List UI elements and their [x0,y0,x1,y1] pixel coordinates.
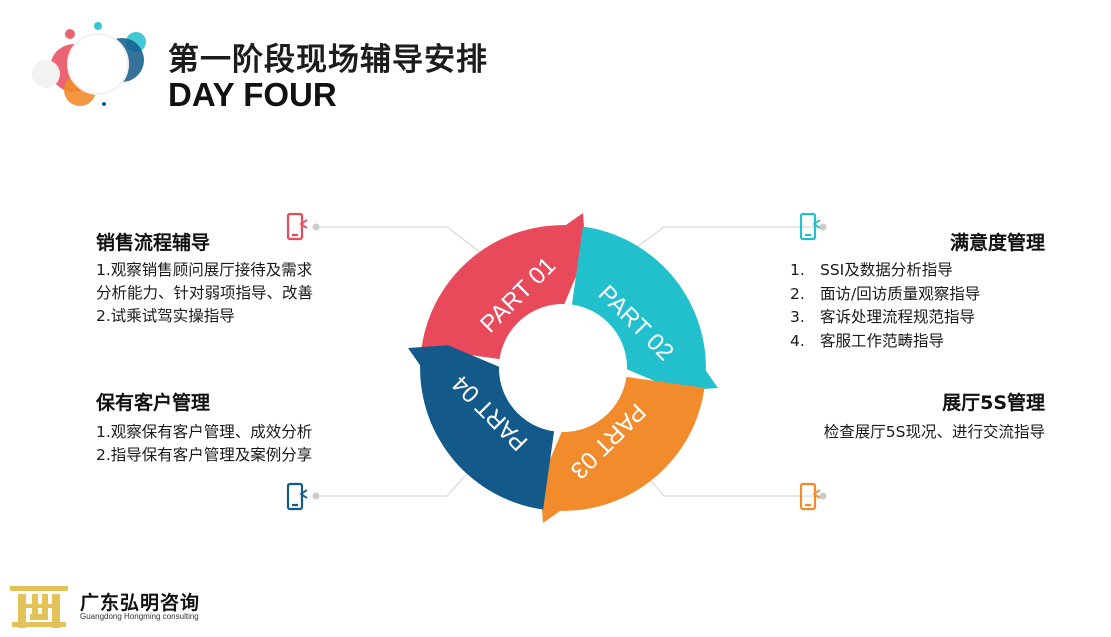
brand-name: 广东弘明咨询 [80,592,201,614]
ring-segment-part-04 [408,345,555,510]
section-title: 销售流程辅导 [96,232,211,254]
decorative-circles [32,22,146,106]
list-item: 2.面访/回访质量观察指导 [790,284,981,303]
page-subtitle: DAY FOUR [168,76,337,113]
ring-segment-part-01 [421,213,586,360]
section-retention: 保有客户管理 1.观察保有客户管理、成效分析 2.指导保有客户管理及案例分享 [96,388,312,467]
section-line: 1.观察保有客户管理、成效分析 [96,423,313,441]
section-satisfaction: 满意度管理 1.SSI及数据分析指导 2.面访/回访质量观察指导 3.客诉处理流… [790,228,1045,353]
page-title: 第一阶段现场辅导安排 [168,42,488,78]
section-line: 1.观察销售顾问展厅接待及需求 [96,261,313,279]
section-line: 2.指导保有客户管理及案例分享 [96,446,313,464]
phone-icon [286,482,308,511]
section-line: 检查展厅5S现况、进行交流指导 [823,423,1045,441]
connector-dots [312,223,827,500]
ring-segment-part-03 [540,376,705,523]
section-line: 2.试乘试驾实操指导 [96,307,235,325]
brand-name-en: Guangdong Hongming consulting [80,612,199,621]
list-item: 4.客服工作范畴指导 [790,331,945,350]
phone-icon [799,482,821,511]
list-item: 3.客诉处理流程规范指导 [790,308,976,326]
section-title: 保有客户管理 [96,392,211,414]
ring-center [499,304,627,432]
section-showroom: 展厅5S管理 检查展厅5S现况、进行交流指导 [745,388,1045,444]
phone-icon [799,212,821,241]
section-line: 分析能力、针对弱项指导、改善 [96,284,314,302]
section-sales: 销售流程辅导 1.观察销售顾问展厅接待及需求 分析能力、针对弱项指导、改善 2.… [96,228,313,328]
phone-icon [286,212,308,241]
numbered-list: 1.SSI及数据分析指导 2.面访/回访质量观察指导 3.客诉处理流程规范指导 … [790,259,1045,353]
section-title: 满意度管理 [949,232,1045,254]
section-title: 展厅5S管理 [942,392,1045,414]
ring-segment-part-02 [571,226,718,391]
brand-logo-icon [10,586,68,628]
list-item: 1.SSI及数据分析指导 [790,261,953,279]
